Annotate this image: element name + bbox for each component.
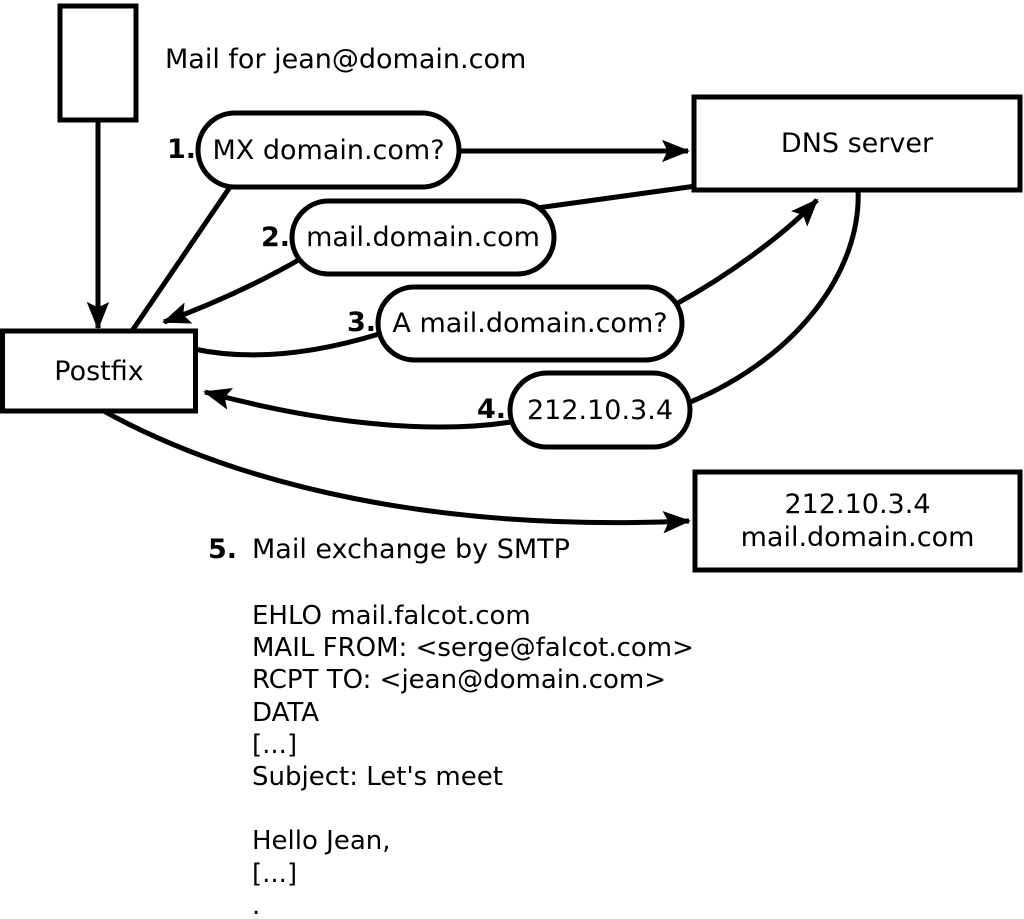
step-5-number: 5. [207, 534, 237, 565]
pill-1-mx-query [195, 110, 462, 190]
connector-dns-to-pill2 [536, 183, 697, 211]
pill-1-label: MX domain.com? [212, 134, 445, 166]
step-3-number: 3. [346, 307, 376, 338]
mail-for-label: Mail for jean@domain.com [165, 44, 527, 75]
dns-server-box [691, 94, 1023, 193]
pill-3-a-query [375, 284, 685, 363]
connector-postfix-to-pill3 [193, 331, 380, 358]
pill-4-label: 212.10.3.4 [527, 394, 673, 426]
smtp-session-transcript: EHLO mail.falcot.com MAIL FROM: <serge@f… [252, 601, 694, 919]
mail-server-box [692, 469, 1023, 573]
pill-2-label: mail.domain.com [306, 222, 540, 253]
step-2-number: 2. [260, 222, 290, 253]
mail-server-label: 212.10.3.4 mail.domain.com [740, 489, 975, 553]
arrow-pill2-to-postfix [162, 255, 304, 325]
envelope-shape [57, 3, 139, 123]
postfix-box [0, 328, 198, 414]
pill-3-label: A mail.domain.com? [392, 308, 668, 339]
arrow-postfix-to-mailserver [98, 406, 691, 534]
pill-2-mx-answer [289, 198, 557, 277]
postfix-label: Postfix [54, 355, 144, 387]
arrow-pill4-to-postfix [203, 387, 512, 430]
arrow-pill3-to-dns [676, 198, 819, 306]
step-1-number: 1. [166, 134, 196, 165]
dns-server-label: DNS server [780, 128, 934, 159]
pill-4-a-answer [507, 370, 693, 450]
connector-dns-to-pill4 [687, 188, 861, 406]
step-5-label: Mail exchange by SMTP [252, 534, 570, 565]
step-4-number: 4. [476, 394, 506, 425]
connector-postfix-to-pill1 [129, 185, 233, 333]
